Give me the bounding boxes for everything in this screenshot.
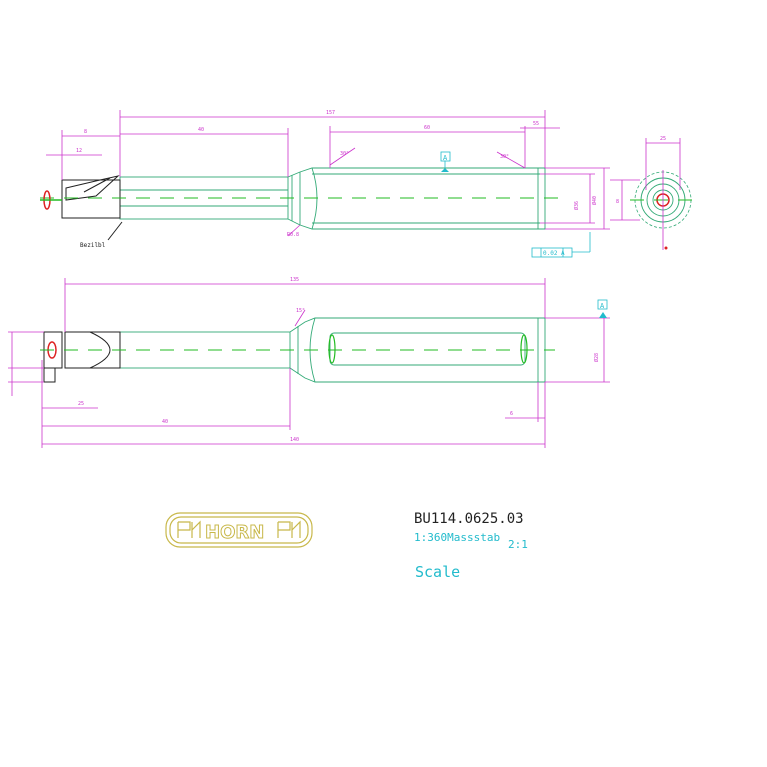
part-number: BU114.0625.03 [414,511,524,527]
tolerance-frame: 0.02 A [543,250,565,257]
top-view: 157 40 60 55 8 12 30° 30° R0.8 Ø36 Ø40 B… [40,110,610,258]
end-view: 25 8 [610,136,696,250]
dim-bottom-total: 135 [290,277,299,283]
dim-radius: R0.8 [287,232,299,238]
scale-word: Scale [415,563,460,581]
dim-bottom-length-b: 6 [510,411,513,417]
dim-length-a: 60 [424,125,430,131]
dim-dia-a: Ø36 [573,201,580,210]
bottom-view: 135 140 40 25 6 15° Ø28 A [8,277,610,448]
dim-length-c: 55 [533,121,539,127]
dim-bottom-angle: 15° [296,308,305,314]
dim-bottom-dia: Ø28 [593,353,600,362]
dim-angle-b: 30° [500,154,509,160]
dim-bottom-length-a: 25 [78,401,84,407]
scale-label: 1:360Massstab [414,531,500,544]
dim-angle-a: 30° [340,151,349,157]
dim-bottom-length-d: 40 [162,419,168,425]
end-dim-dia: 8 [616,199,619,205]
scale-value: 2:1 [508,538,528,551]
dim-dia-b: Ø40 [591,196,598,205]
dim-offset-b: 12 [76,148,82,154]
datum-top: A [443,154,448,162]
logo-text: HORN [205,522,264,543]
dim-offset-a: 8 [84,129,87,135]
dim-length-b: 40 [198,127,204,133]
part-label: Bezilbl [80,242,106,249]
dim-total-length: 157 [326,110,335,116]
dim-bottom-overall: 140 [290,437,299,443]
datum-bottom: A [600,302,605,310]
logo: HORN [165,512,313,548]
end-dim-width: 25 [660,136,666,142]
